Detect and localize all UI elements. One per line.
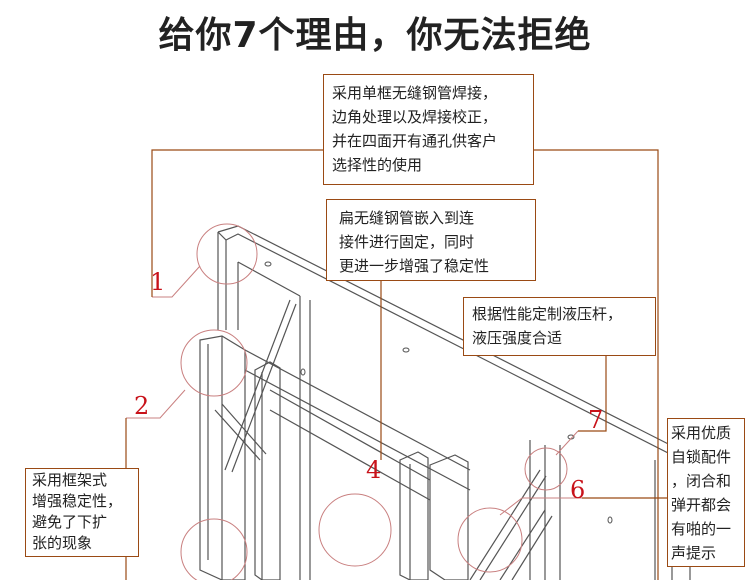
callout-text: 采用单框无缝钢管焊接， <box>332 84 498 102</box>
label-6: 6 <box>570 476 586 504</box>
callout-text: 采用框架式 <box>32 471 108 489</box>
callout-text: 弹开都会 <box>671 496 732 514</box>
callout-self-lock: 采用优质 自锁配件 ，闭合和 弹开都会 有啪的一 声提示 <box>667 418 745 567</box>
label-7: 7 <box>588 406 604 434</box>
callout-frame-weld: 采用单框无缝钢管焊接， 边角处理以及焊接校正， 并在四面开有通孔供客户 选择性的… <box>323 74 534 185</box>
callout-text: 接件进行固定，同时 <box>339 233 475 251</box>
callout-text: 并在四面开有通孔供客户 <box>332 132 498 150</box>
callout-text: 更进一步增强了稳定性 <box>339 257 490 275</box>
callout-hydraulic: 根据性能定制液压杆， 液压强度合适 <box>463 297 656 356</box>
label-4: 4 <box>366 456 382 484</box>
detail-circles <box>180 223 568 580</box>
pointer-lines <box>126 265 582 516</box>
callout-text: 自锁配件 <box>671 448 732 466</box>
callout-text: 采用优质 <box>671 424 732 442</box>
callout-text: 避免了下扩 <box>32 513 108 531</box>
detail-circle-2 <box>180 329 248 397</box>
callout-text: 根据性能定制液压杆， <box>472 305 623 323</box>
detail-circle-6 <box>457 507 523 573</box>
callout-text: 声提示 <box>671 544 717 562</box>
callout-frame-style: 采用框架式 增强稳定性， 避免了下扩 张的现象 <box>25 468 139 557</box>
callout-text: 扁无缝钢管嵌入到连 <box>339 209 475 227</box>
callout-text: 液压强度合适 <box>472 329 563 347</box>
detail-circle-3 <box>180 518 248 580</box>
callout-text: 选择性的使用 <box>332 156 423 174</box>
detail-circle-7 <box>524 447 568 491</box>
bracket-frame-lines <box>199 225 691 580</box>
page-title: 给你7个理由，你无法拒绝 <box>158 15 592 56</box>
callout-text: 边角处理以及焊接校正， <box>332 108 498 126</box>
callout-flat-tube: 扁无缝钢管嵌入到连 接件进行固定，同时 更进一步增强了稳定性 <box>326 199 536 281</box>
detail-circle-1 <box>196 223 258 285</box>
label-2: 2 <box>134 392 150 420</box>
callout-text: 增强稳定性， <box>32 492 123 510</box>
detail-circle-4 <box>318 493 392 567</box>
callout-text: 有啪的一 <box>671 520 732 538</box>
label-1: 1 <box>150 268 166 296</box>
callout-text: 张的现象 <box>32 534 93 552</box>
callout-text: ，闭合和 <box>671 472 732 490</box>
